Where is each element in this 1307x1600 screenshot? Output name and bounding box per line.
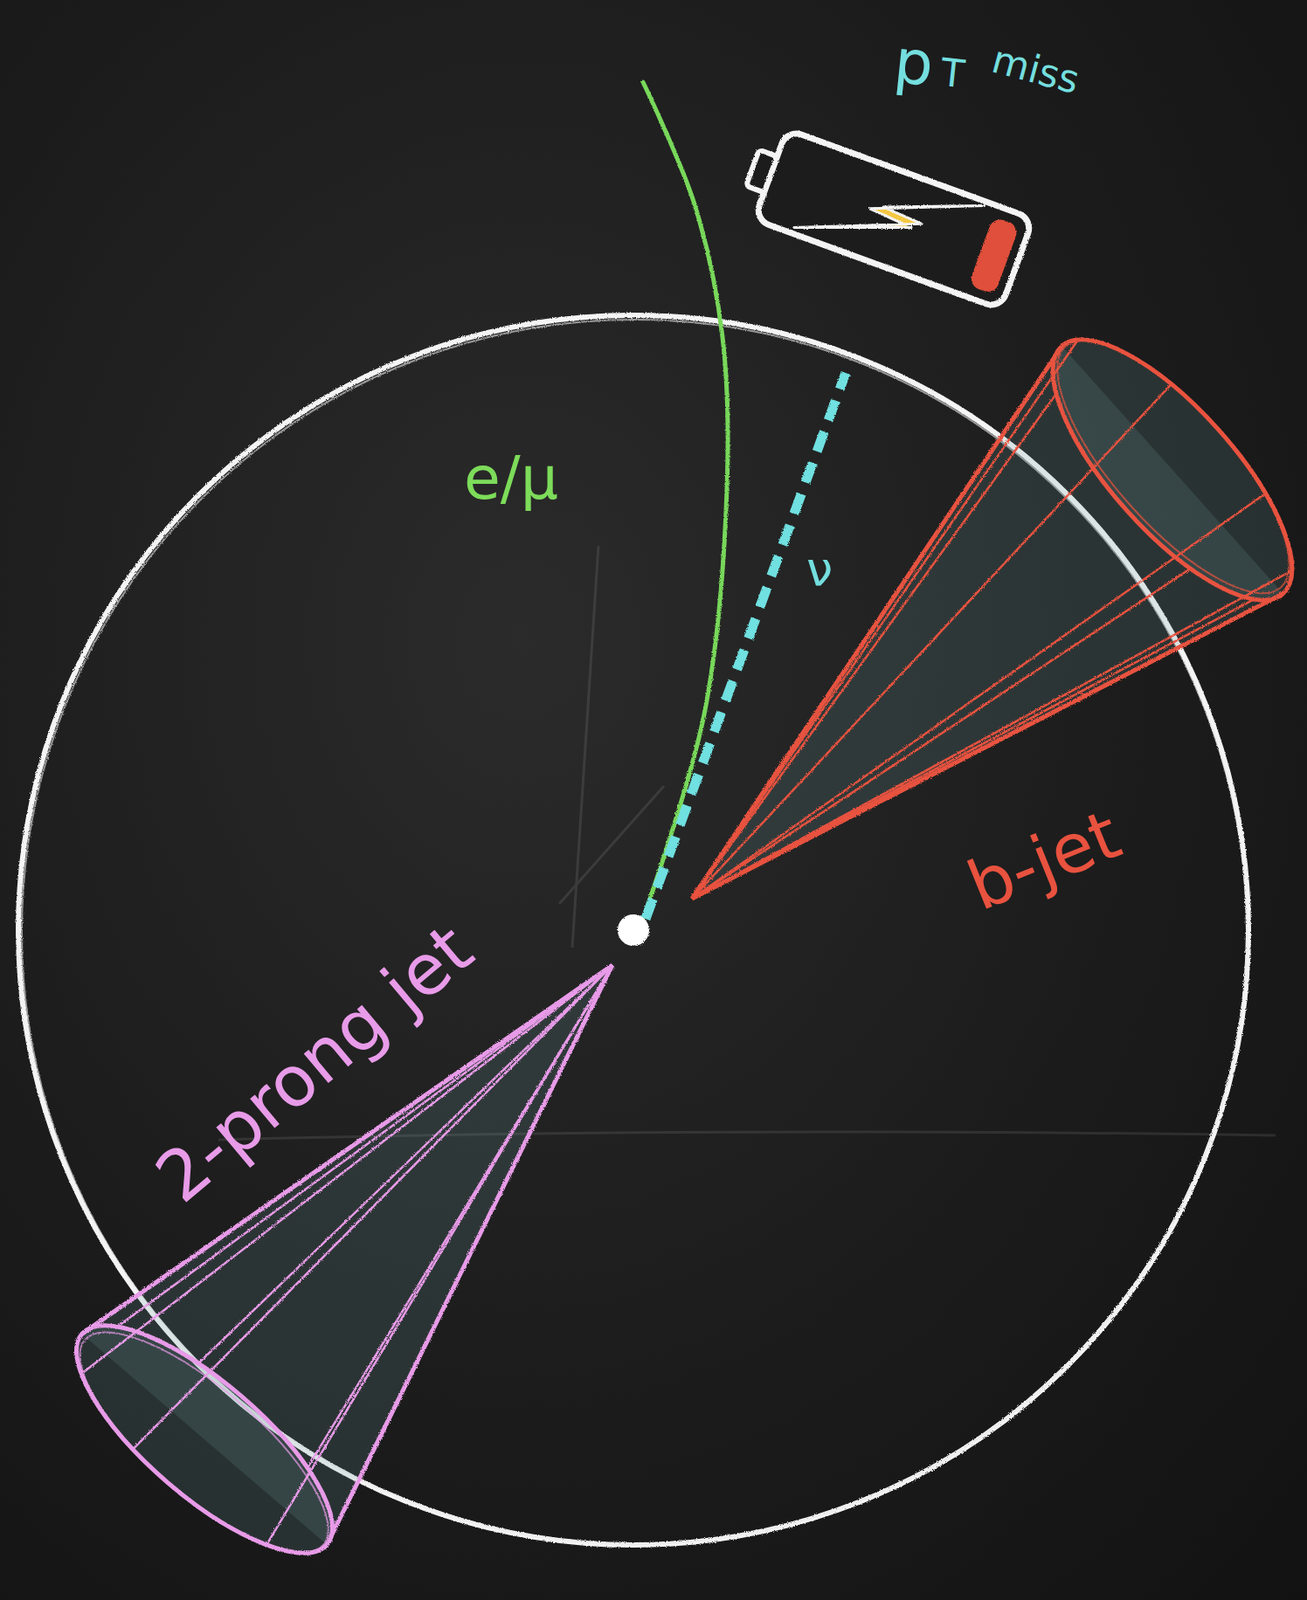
lepton-label: e/μ <box>463 449 559 509</box>
smudge <box>559 786 664 905</box>
two-prong-jet-label: 2-prong jet <box>145 913 485 1215</box>
interaction-point <box>617 914 650 947</box>
illustration <box>18 82 1307 1589</box>
neutrino-line <box>645 373 846 920</box>
cone-ray <box>691 339 1079 899</box>
cone-ray <box>691 394 1057 899</box>
transverse-subscript: T <box>938 53 966 95</box>
lightning-bolt <box>794 146 985 286</box>
b-jet-cone <box>691 305 1307 899</box>
b-jet-label: b-jet <box>959 800 1129 922</box>
battery-terminal <box>746 149 778 193</box>
cone-ray <box>691 345 1062 899</box>
detector-circle <box>18 315 1249 1546</box>
smudge <box>572 546 599 948</box>
momentum-symbol: p <box>891 30 937 96</box>
battery-body <box>753 129 1034 310</box>
battery-charge <box>968 216 1020 296</box>
jet-cones <box>44 305 1307 1589</box>
battery-icon <box>736 122 1034 309</box>
cone-mouth-chalk <box>1022 308 1307 627</box>
cone-mouth-chalk <box>49 1300 358 1586</box>
cone-ray <box>691 493 1266 899</box>
missing-superscript: miss <box>988 40 1084 101</box>
cone-mouth <box>44 1291 364 1589</box>
lepton-track <box>641 82 728 925</box>
neutrino-label: ν <box>806 546 833 594</box>
